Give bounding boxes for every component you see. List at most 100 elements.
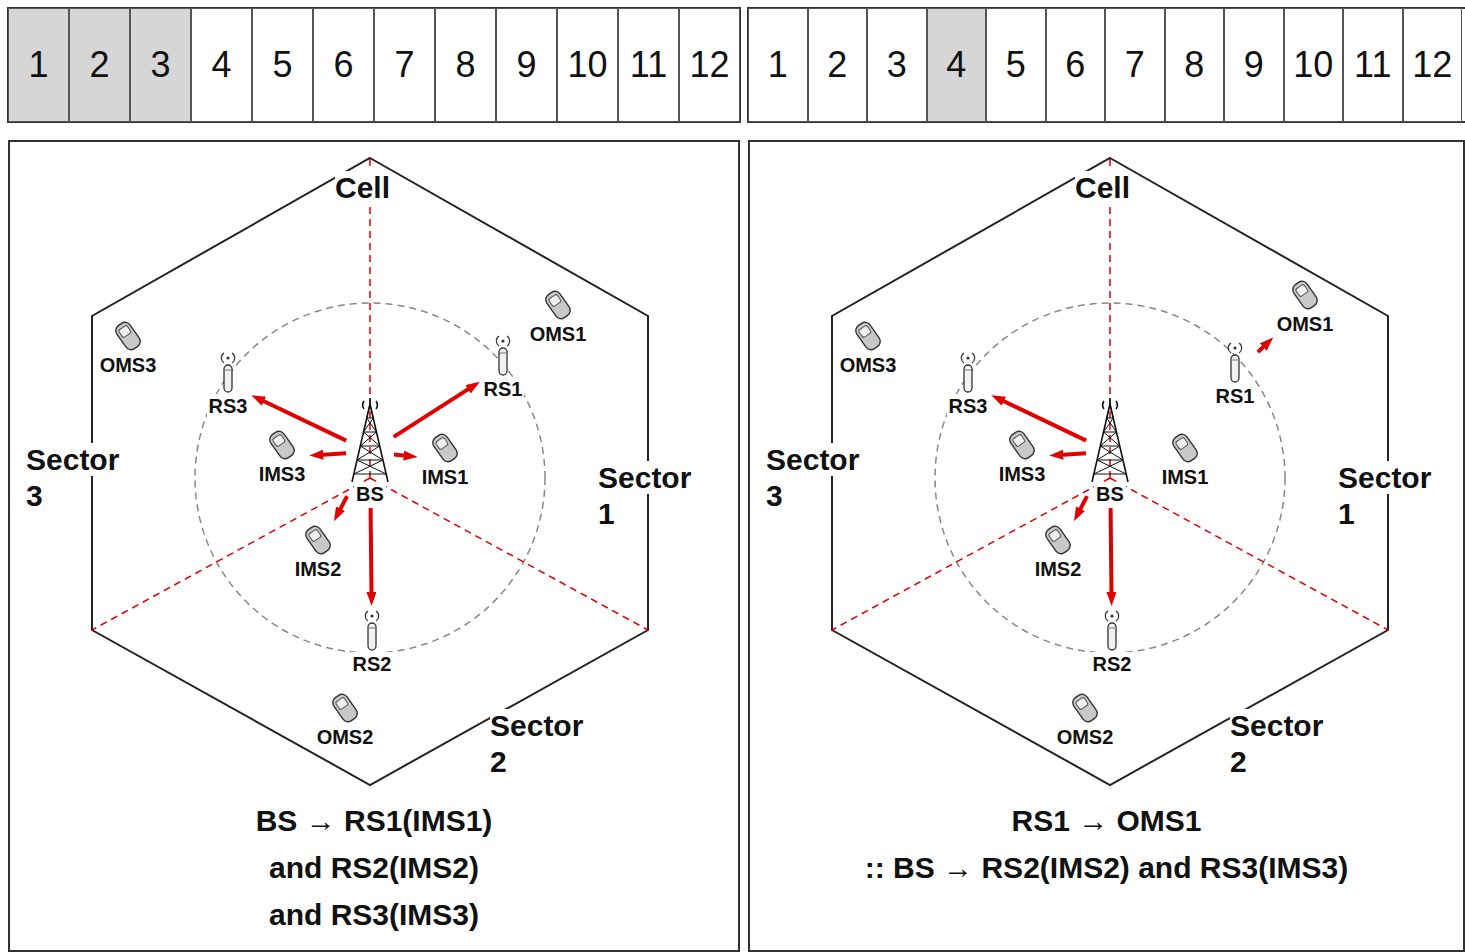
station-icon bbox=[1041, 523, 1075, 557]
cell-figure bbox=[832, 158, 1388, 785]
phone-body bbox=[430, 432, 459, 464]
region-label: Cell bbox=[1075, 170, 1130, 206]
slot-number: 6 bbox=[333, 45, 353, 85]
phone-body bbox=[1070, 692, 1099, 724]
slot-number: 4 bbox=[946, 45, 966, 85]
phone-body bbox=[1043, 524, 1072, 556]
slot-number: 10 bbox=[567, 45, 607, 85]
phone-body bbox=[1007, 429, 1036, 461]
slot-cell: 9 bbox=[1224, 8, 1284, 122]
mobile-station: OMS2 bbox=[315, 691, 376, 749]
phone-symbol bbox=[1043, 524, 1072, 556]
slot-number: 9 bbox=[516, 45, 536, 85]
region-label-text: Sector 3 bbox=[26, 443, 119, 512]
base-station: BS bbox=[1088, 398, 1132, 506]
tower-symbol bbox=[1092, 398, 1128, 482]
station-icon bbox=[301, 523, 335, 557]
phone-body bbox=[267, 429, 296, 461]
tower-leg bbox=[1092, 398, 1128, 482]
station-icon bbox=[428, 431, 462, 465]
phone-screen bbox=[1075, 697, 1088, 710]
station-label: OMS1 bbox=[528, 322, 589, 346]
mobile-station: OMS3 bbox=[838, 319, 899, 377]
slot-number: 11 bbox=[1354, 45, 1391, 85]
station-icon bbox=[491, 333, 515, 377]
station-label: RS3 bbox=[207, 394, 250, 418]
mobile-station: OMS2 bbox=[1055, 691, 1116, 749]
relay-antenna bbox=[1105, 611, 1118, 650]
station-label: RS1 bbox=[1214, 384, 1257, 408]
signal-arrow bbox=[1079, 496, 1087, 512]
signal-arrow bbox=[394, 455, 408, 456]
cell-hexagon bbox=[832, 158, 1388, 785]
panel-caption: BS → RS1(IMS1) and RS2(IMS2) and RS3(IMS… bbox=[243, 797, 505, 938]
base-station: BS bbox=[348, 398, 392, 506]
slot-number: 6 bbox=[1065, 45, 1085, 85]
station-label: IMS2 bbox=[293, 557, 344, 581]
station-label: IMS3 bbox=[997, 462, 1048, 486]
phone-body bbox=[113, 320, 142, 352]
region-label: Sector 1 bbox=[598, 460, 703, 532]
station-label: IMS1 bbox=[420, 465, 471, 489]
caption-block: BS → RS1(IMS1) and RS2(IMS2) and RS3(IMS… bbox=[243, 797, 505, 938]
relay-antenna bbox=[1228, 343, 1241, 382]
region-label: Sector 3 bbox=[766, 442, 871, 514]
phone-body bbox=[303, 524, 332, 556]
antenna-band bbox=[1232, 360, 1238, 361]
cell-figure bbox=[92, 158, 648, 785]
station-label: OMS3 bbox=[838, 353, 899, 377]
slot-number: 1 bbox=[28, 45, 48, 85]
phone-screen bbox=[1175, 437, 1188, 450]
signal-arrow bbox=[1109, 508, 1114, 596]
station-icon bbox=[265, 428, 299, 462]
slot-cell: 4 bbox=[927, 8, 987, 122]
phone-symbol bbox=[1007, 429, 1036, 461]
phone-body bbox=[853, 320, 882, 352]
slot-bar bbox=[748, 8, 1465, 122]
slot-cell: 12 bbox=[679, 8, 740, 122]
relay-station: RS3 bbox=[947, 350, 990, 418]
station-icon bbox=[851, 319, 885, 353]
station-label: OMS1 bbox=[1275, 312, 1336, 336]
antenna-band bbox=[965, 370, 971, 371]
slot-cell: 3 bbox=[867, 8, 927, 122]
sector-line bbox=[1109, 158, 1111, 478]
region-label-text: Cell bbox=[335, 171, 390, 204]
slot-number: 3 bbox=[887, 45, 907, 85]
antenna-band bbox=[500, 353, 506, 354]
phone-body bbox=[1290, 279, 1319, 311]
scenario-panel: RS1 → OMS1:: BS → RS2(IMS2) and RS3(IMS3… bbox=[748, 140, 1465, 952]
station-label: IMS1 bbox=[1160, 465, 1211, 489]
panel-caption: RS1 → OMS1 bbox=[750, 797, 1463, 844]
slot-cell: 1 bbox=[8, 8, 69, 122]
slot-cell: 10 bbox=[1284, 8, 1344, 122]
phone-body bbox=[330, 692, 359, 724]
slot-cell: 11 bbox=[618, 8, 679, 122]
slot-number: 7 bbox=[394, 45, 414, 85]
phone-symbol bbox=[330, 692, 359, 724]
station-label: BS bbox=[354, 482, 386, 506]
slot-number: 3 bbox=[150, 45, 170, 85]
slot-cell: 5 bbox=[252, 8, 313, 122]
station-label: BS bbox=[1094, 482, 1126, 506]
slot-number: 2 bbox=[89, 45, 109, 85]
station-label: IMS2 bbox=[1033, 557, 1084, 581]
slot-cell: 6 bbox=[313, 8, 374, 122]
relay-antenna bbox=[496, 336, 509, 375]
slot-cell: 9 bbox=[496, 8, 557, 122]
phone-screen bbox=[118, 325, 131, 338]
sector-line bbox=[369, 158, 371, 478]
antenna-dot bbox=[226, 356, 229, 359]
relay-antenna bbox=[221, 353, 234, 392]
region-label: Cell bbox=[335, 170, 390, 206]
slot-number: 8 bbox=[1184, 45, 1204, 85]
slot-number: 10 bbox=[1293, 45, 1333, 85]
station-icon bbox=[541, 288, 575, 322]
mobile-station: IMS3 bbox=[997, 428, 1048, 486]
caption-block: RS1 → OMS1:: BS → RS2(IMS2) and RS3(IMS3… bbox=[750, 797, 1463, 891]
phone-screen bbox=[435, 437, 448, 450]
antenna-body bbox=[224, 365, 232, 392]
slot-cell: 5 bbox=[986, 8, 1046, 122]
region-label-text: Cell bbox=[1075, 171, 1130, 204]
